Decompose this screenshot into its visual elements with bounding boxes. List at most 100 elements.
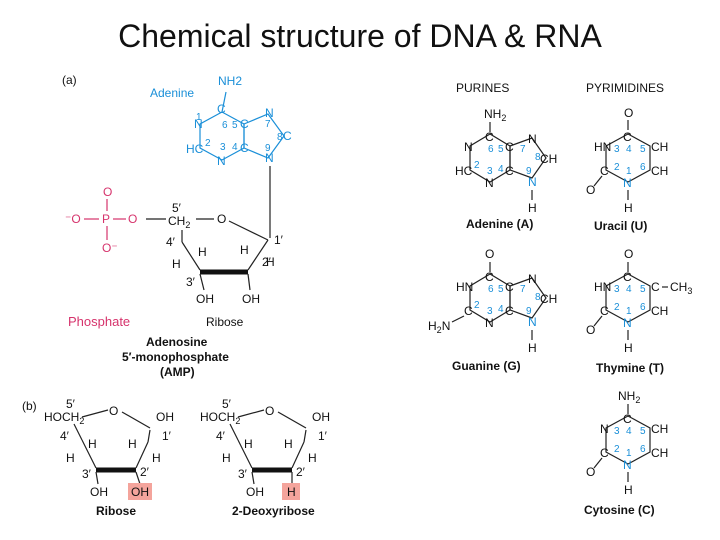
svg-text:C: C [217,102,226,116]
svg-text:H: H [128,437,137,451]
svg-text:8: 8 [535,152,541,163]
svg-text:9: 9 [526,306,532,317]
svg-text:1: 1 [626,306,632,317]
svg-text:NH2: NH2 [618,389,640,405]
ribose-sugar-name: Ribose [96,504,136,518]
svg-text:OH: OH [246,485,264,499]
svg-text:CH3: CH3 [670,280,692,296]
svg-text:P: P [102,212,110,226]
svg-text:HOCH2: HOCH2 [44,410,84,426]
svg-text:C: C [651,280,660,294]
svg-text:OH: OH [196,292,214,306]
svg-text:OH: OH [312,410,330,424]
svg-text:6: 6 [222,120,228,131]
svg-text:6: 6 [488,144,494,155]
svg-text:O: O [485,247,494,261]
svg-text:O: O [586,465,595,479]
svg-text:4: 4 [498,164,504,175]
svg-text:C: C [485,270,494,284]
svg-text:3: 3 [220,142,226,153]
svg-text:5: 5 [640,144,646,155]
svg-text:3: 3 [614,284,620,295]
svg-text:5: 5 [498,284,504,295]
svg-text:C: C [505,280,514,294]
svg-text:CH: CH [651,140,668,154]
svg-text:7: 7 [520,284,526,295]
ribose-label: Ribose [206,315,244,329]
svg-text:HC: HC [455,164,473,178]
svg-text:H: H [66,451,75,465]
svg-text:O: O [586,323,595,337]
svg-text:4: 4 [626,426,632,437]
svg-text:N: N [623,458,632,472]
svg-text:H: H [308,451,317,465]
adenine-name: Adenine (A) [466,217,533,231]
adenine-ring: C N HC N C C N C N 6 5 7 8 9 2 3 4 1 [186,91,292,168]
svg-text:C: C [623,130,632,144]
guanine-structure: O C HN C N C C N CH N 6 5 7 8 9 2 3 4 H2… [428,247,557,355]
svg-text:C: C [600,304,609,318]
svg-text:C: C [623,270,632,284]
cytosine-name: Cytosine (C) [584,503,655,517]
svg-text:3: 3 [614,426,620,437]
svg-text:H: H [624,201,633,215]
amp-label-line3: (AMP) [160,365,195,379]
ribose-sugar: 5′ HOCH2 O OH 4′ 1′ 3′ 2′ H H H H OH OH [44,397,174,500]
svg-text:5: 5 [640,284,646,295]
svg-text:C: C [505,304,514,318]
svg-text:O: O [103,185,112,199]
svg-text:CH: CH [651,304,668,318]
svg-text:OH: OH [131,485,149,499]
svg-text:OH: OH [90,485,108,499]
uracil-name: Uracil (U) [594,219,647,233]
svg-text:HN: HN [594,140,611,154]
svg-text:6: 6 [488,284,494,295]
svg-text:NH2: NH2 [484,107,506,123]
phosphate-label: Phosphate [68,314,130,329]
svg-text:6: 6 [640,302,646,313]
svg-text:3′: 3′ [186,275,196,289]
svg-text:CH: CH [540,292,557,306]
svg-text:4′: 4′ [216,429,226,443]
svg-text:H: H [172,257,181,271]
svg-text:1′: 1′ [274,233,284,247]
svg-text:C: C [485,130,494,144]
svg-text:9: 9 [265,143,271,154]
slide-title: Chemical structure of DNA & RNA [118,18,602,54]
svg-text:O: O [128,212,137,226]
deoxyribose-sugar-name: 2-Deoxyribose [232,504,315,518]
amp-label-line2: 5′-monophosphate [122,350,229,364]
svg-text:H: H [528,201,537,215]
svg-text:3: 3 [614,144,620,155]
svg-text:7: 7 [520,144,526,155]
purines-header: PURINES [456,81,509,95]
uracil-structure: O C HN CH C CH N 3 4 5 2 1 6 O H [586,106,668,215]
svg-text:CH: CH [651,164,668,178]
svg-text:C: C [623,412,632,426]
svg-text:N: N [528,175,537,189]
svg-text:N: N [623,176,632,190]
amp-ribose-ring: 5′ CH2 O 4′ 1′ 3′ 2′ H H H H OH OH [146,201,284,306]
svg-text:5′: 5′ [222,397,232,411]
svg-text:N: N [623,316,632,330]
svg-text:5′: 5′ [172,201,182,215]
svg-text:H: H [528,341,537,355]
svg-text:N: N [485,176,494,190]
amp-nh2: NH2 [218,74,242,88]
svg-text:H: H [222,451,231,465]
svg-text:O: O [624,106,633,120]
svg-text:4: 4 [498,304,504,315]
svg-text:8: 8 [535,292,541,303]
svg-text:N: N [528,132,537,146]
svg-text:8: 8 [277,132,283,143]
svg-text:CH: CH [540,152,557,166]
phosphate-group: O ⁻O P O O⁻ [65,185,137,255]
svg-text:O: O [217,212,226,226]
svg-text:C: C [464,304,473,318]
svg-text:5: 5 [498,144,504,155]
svg-text:9: 9 [526,166,532,177]
svg-text:OH: OH [242,292,260,306]
svg-text:HN: HN [456,280,473,294]
svg-text:C: C [505,164,514,178]
